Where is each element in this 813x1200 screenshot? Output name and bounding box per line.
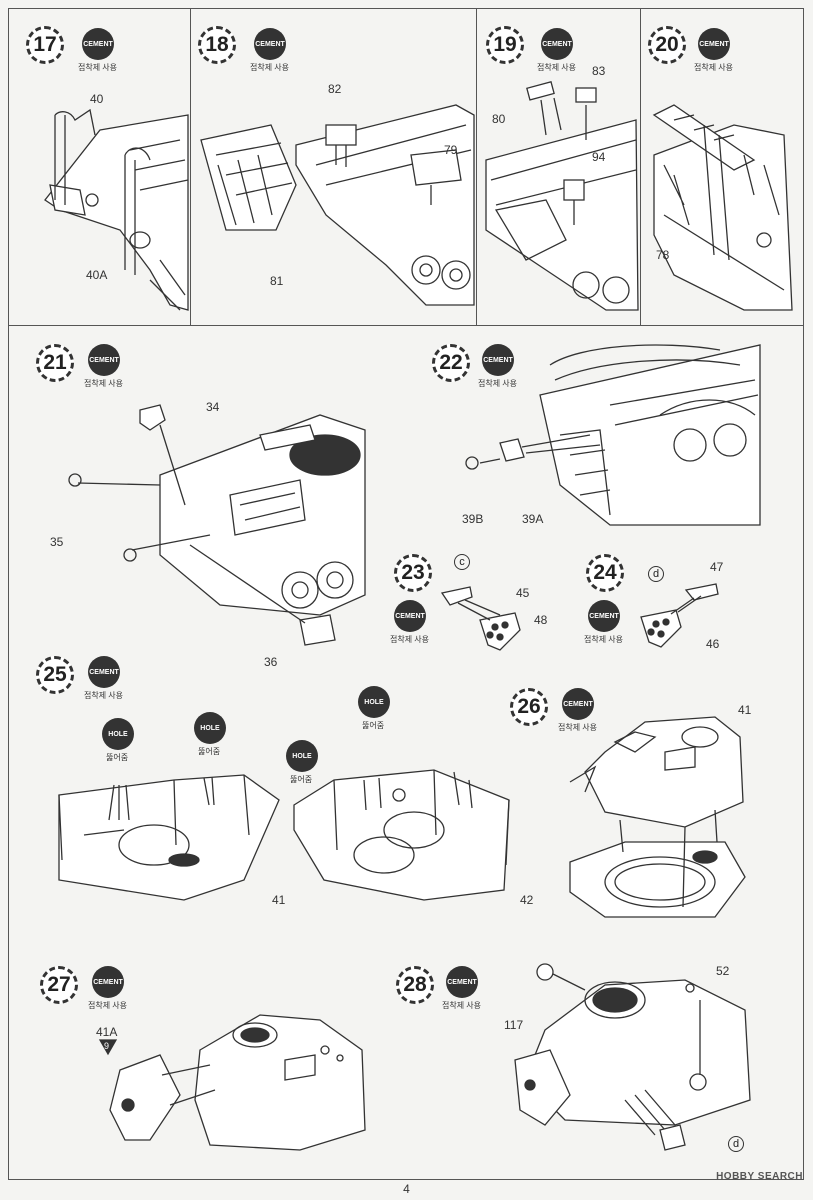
cement-caption: 접착제 사용: [478, 379, 518, 388]
part-label: 46: [706, 637, 720, 651]
cement-caption: 접착제 사용: [78, 63, 118, 72]
hull-rear-illustration: [44, 108, 189, 311]
part-label: 78: [656, 248, 670, 262]
cement-icon: CEMENT: [82, 28, 114, 60]
part-label: 80: [492, 112, 506, 126]
bracket-assembly-illustration: [440, 586, 521, 651]
cement-icon: CEMENT: [394, 600, 426, 632]
part-label: 94: [592, 150, 606, 164]
hole-icon: HOLE: [102, 718, 134, 750]
step-number: 19: [486, 26, 524, 64]
hull-side-illustration: [485, 81, 639, 311]
step-number: 20: [648, 26, 686, 64]
divider: [190, 8, 191, 325]
cement-icon: CEMENT: [88, 656, 120, 688]
part-label: 36: [264, 655, 278, 669]
part-label: 41A: [96, 1025, 118, 1039]
part-label: 82: [328, 82, 342, 96]
cement-icon: CEMENT: [698, 28, 730, 60]
turret-halves-illustration: [58, 769, 510, 901]
hull-rear-deck-illustration: [652, 104, 793, 311]
part-label: 83: [592, 64, 606, 78]
bracket-assembly-illustration: [640, 583, 719, 648]
cement-caption: 접착제 사용: [84, 379, 124, 388]
cement-icon: CEMENT: [541, 28, 573, 60]
cement-icon: CEMENT: [88, 344, 120, 376]
part-label: 41: [272, 893, 286, 907]
step-number: 25: [36, 656, 74, 694]
cement-icon: CEMENT: [562, 688, 594, 720]
part-label: 40: [90, 92, 104, 106]
cement-icon: CEMENT: [446, 966, 478, 998]
part-label: 47: [710, 560, 724, 574]
hole-caption: 뚫어줌: [106, 753, 129, 762]
part-label: 39B: [462, 512, 484, 526]
hull-rear-track-illustration: [465, 344, 761, 526]
part-label: 34: [206, 400, 220, 414]
divider: [640, 8, 641, 325]
step-number: 18: [198, 26, 236, 64]
turret-mantlet-illustration: [98, 1014, 366, 1151]
step-number: 23: [394, 554, 432, 592]
step-number: 27: [40, 966, 78, 1004]
divider: [8, 325, 804, 326]
cement-icon: CEMENT: [588, 600, 620, 632]
page-number: 4: [403, 1182, 410, 1196]
step-number: 22: [432, 344, 470, 382]
cement-icon: CEMENT: [92, 966, 124, 998]
cement-caption: 접착제 사용: [537, 63, 577, 72]
part-label: 117: [504, 1018, 524, 1032]
part-label: 41: [738, 703, 752, 717]
hole-caption: 뚫어줌: [290, 775, 313, 784]
step-number: 21: [36, 344, 74, 382]
cement-caption: 접착제 사용: [558, 723, 598, 732]
cement-icon: CEMENT: [482, 344, 514, 376]
part-label: 9: [104, 1041, 110, 1051]
tank-hull-rear-illustration: [68, 404, 366, 646]
part-label: 79: [444, 143, 458, 157]
step-number: 24: [586, 554, 624, 592]
cement-caption: 접착제 사용: [390, 635, 430, 644]
sub-assembly-marker: d: [648, 566, 664, 582]
step-number: 28: [396, 966, 434, 1004]
hole-icon: HOLE: [286, 740, 318, 772]
hole-caption: 뚫어줌: [362, 721, 385, 730]
cement-caption: 접착제 사용: [694, 63, 734, 72]
sub-assembly-marker: d: [728, 1136, 744, 1152]
cement-caption: 접착제 사용: [84, 691, 124, 700]
hole-caption: 뚫어줌: [198, 747, 221, 756]
cement-caption: 접착제 사용: [442, 1001, 482, 1010]
turret-complete-illustration: [514, 963, 751, 1151]
part-label: 48: [534, 613, 548, 627]
cement-caption: 접착제 사용: [584, 635, 624, 644]
step-number: 17: [26, 26, 64, 64]
hole-icon: HOLE: [194, 712, 226, 744]
divider: [476, 8, 477, 325]
cement-caption: 접착제 사용: [88, 1001, 128, 1010]
part-label: 40A: [86, 268, 108, 282]
part-label: 52: [716, 964, 730, 978]
turret-assembly-illustration: [569, 716, 746, 918]
part-label: 81: [270, 274, 284, 288]
page-frame: [8, 8, 804, 1180]
hole-icon: HOLE: [358, 686, 390, 718]
watermark: HOBBY SEARCH: [716, 1171, 803, 1182]
step-number: 26: [510, 688, 548, 726]
hull-fender-illustration: [200, 104, 475, 306]
part-label: 35: [50, 535, 64, 549]
part-label: 45: [516, 586, 530, 600]
cement-caption: 접착제 사용: [250, 63, 290, 72]
cement-icon: CEMENT: [254, 28, 286, 60]
part-label: 42: [520, 893, 534, 907]
part-label: 39A: [522, 512, 544, 526]
sub-assembly-marker: c: [454, 554, 470, 570]
